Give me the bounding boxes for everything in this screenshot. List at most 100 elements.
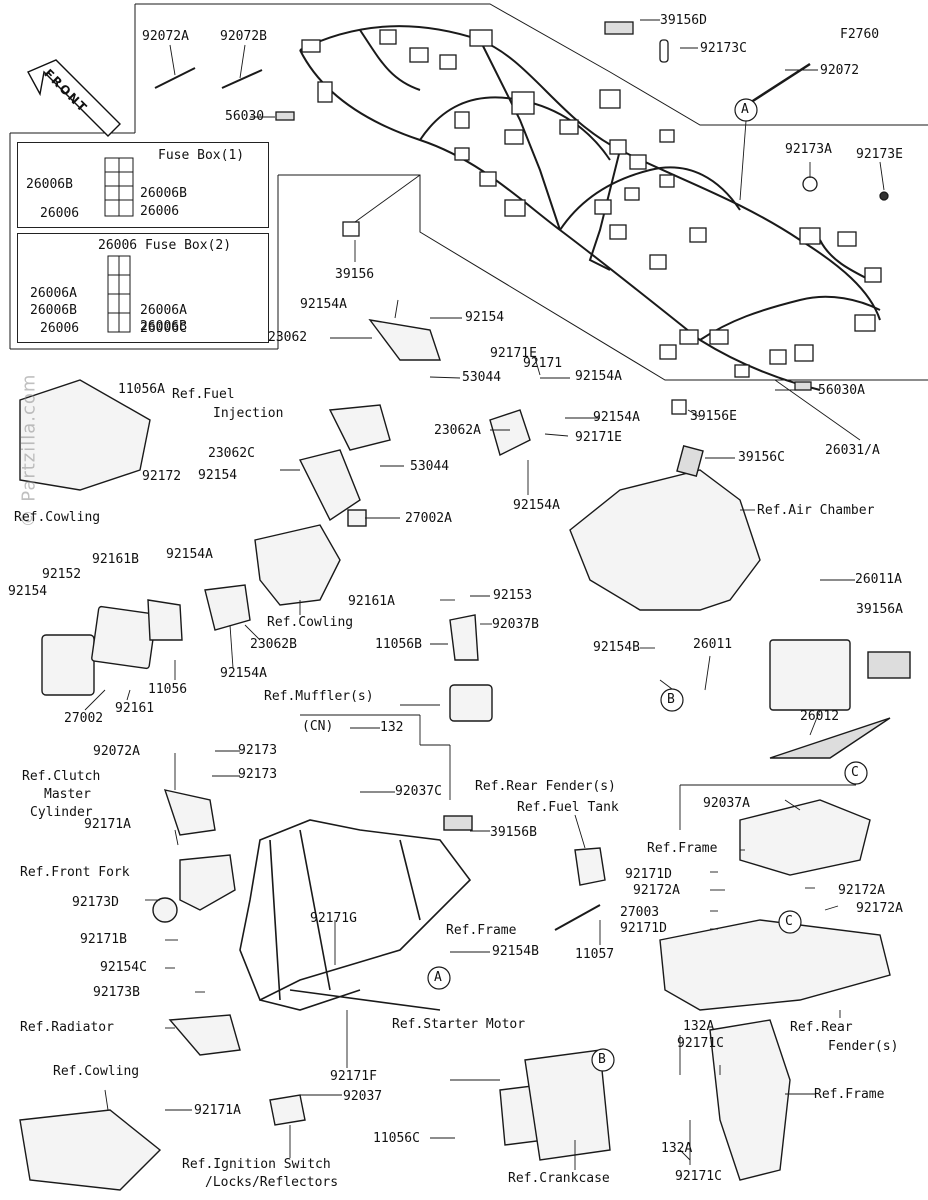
part-label: 92172 <box>142 469 182 484</box>
part-label: 23062A <box>434 423 481 438</box>
clip-92173c <box>659 39 669 63</box>
part-label: Ref.Clutch <box>22 769 101 784</box>
part-label: Ref.Starter Motor <box>392 1017 526 1032</box>
part-label: 11056B <box>375 637 422 652</box>
part-label: 92171 <box>523 356 563 371</box>
clamp-92173e <box>879 191 889 201</box>
part-label: 26031/A <box>825 443 880 458</box>
cable-tie-92072b <box>221 69 263 89</box>
part-label: 92154 <box>8 584 48 599</box>
fuse-glyphs <box>104 157 134 333</box>
bracket-23062c <box>298 449 361 522</box>
part-label: 132A <box>683 1019 715 1034</box>
part-label: 92171C <box>675 1169 722 1184</box>
part-label: Cylinder <box>30 805 93 820</box>
part-label: 39156B <box>490 825 537 840</box>
fuse-box-2-label: 26006B <box>30 303 77 318</box>
part-label: 132 <box>380 720 404 735</box>
part-label: 92171A <box>194 1103 241 1118</box>
rear-fender-upper <box>739 799 871 876</box>
part-label: 92171E <box>490 346 537 361</box>
pad-56030 <box>275 111 295 121</box>
part-label: 92072A <box>93 744 140 759</box>
part-label: Fender(s) <box>828 1039 899 1054</box>
part-label: 92173A <box>785 142 832 157</box>
part-label: 11056C <box>373 1131 420 1146</box>
part-label: 92154A <box>593 410 640 425</box>
part-label: 92161 <box>115 701 155 716</box>
part-label: B <box>667 692 675 707</box>
air-chamber <box>569 469 761 611</box>
clamp-92173a <box>802 176 818 192</box>
cable-tie-92072a <box>154 67 196 89</box>
part-label: 92072B <box>220 29 267 44</box>
battery-26012 <box>769 639 851 711</box>
part-label: 11057 <box>575 947 615 962</box>
fuse-box-2-label: 26006C <box>140 321 187 336</box>
part-label: 56030A <box>818 383 865 398</box>
part-label: 92173 <box>238 743 278 758</box>
part-label: Master <box>44 787 91 802</box>
part-label: 92173 <box>238 767 278 782</box>
part-label: Ref.Frame <box>647 841 718 856</box>
part-label: Ref.Ignition Switch <box>182 1157 331 1172</box>
pad-39156 <box>342 221 360 237</box>
part-label: 92171C <box>677 1036 724 1051</box>
part-label: 92154A <box>575 369 622 384</box>
part-label: 92171G <box>310 911 357 926</box>
part-label: 92161B <box>92 552 139 567</box>
part-label: 26012 <box>800 709 840 724</box>
pad-39156d <box>604 21 634 35</box>
relay-27002a <box>347 509 367 527</box>
part-label: 92171A <box>84 817 131 832</box>
part-label: 92171E <box>575 430 622 445</box>
bracket-23062 <box>368 319 441 361</box>
part-label: 92171B <box>80 932 127 947</box>
part-label: Ref.Crankcase <box>508 1171 610 1186</box>
main-harness <box>299 25 881 391</box>
bracket-11056 <box>147 599 183 641</box>
part-label: C <box>785 914 793 929</box>
part-label: Ref.Rear <box>790 1020 853 1035</box>
part-label: 92153 <box>493 588 533 603</box>
part-label: 11056 <box>148 682 188 697</box>
part-label: Injection <box>213 406 284 421</box>
fuse-box-2-label: 26006 <box>40 321 80 336</box>
fuse-box-1 <box>17 142 269 228</box>
part-label: 39156A <box>856 602 903 617</box>
harness-connectors <box>301 29 882 378</box>
bracket-23062a <box>489 409 531 457</box>
watermark: © Partzilla.com <box>18 373 40 528</box>
diagram-code: F2760 <box>840 27 880 42</box>
clutch-master-cylinder <box>163 789 216 836</box>
fuse-box-1-label: 26006 <box>40 206 80 221</box>
part-label: 56030 <box>225 109 265 124</box>
part-label: 92161A <box>348 594 395 609</box>
callout-circles <box>427 98 868 1072</box>
part-label: 92072A <box>142 29 189 44</box>
part-label: Ref.Cowling <box>53 1064 140 1079</box>
part-label: 92154B <box>492 944 539 959</box>
pad-39156a <box>867 651 911 679</box>
cowling-inner <box>254 524 341 606</box>
part-label: 53044 <box>410 459 450 474</box>
part-label: 92154A <box>166 547 213 562</box>
part-label: Ref.Fuel <box>172 387 235 402</box>
crankcase <box>524 1049 611 1161</box>
part-label: 92037B <box>492 617 539 632</box>
part-label: A <box>434 970 442 985</box>
part-label: 23062B <box>250 637 297 652</box>
fuel-injection-bracket <box>328 404 391 451</box>
fuse-box-1-title: Fuse Box(1) <box>158 148 245 163</box>
fuse-box-2-title: 26006 Fuse Box(2) <box>98 238 232 253</box>
part-label: Ref.Fuel Tank <box>517 800 619 815</box>
part-label: 92154C <box>100 960 147 975</box>
part-label: 92072 <box>820 63 860 78</box>
fuse-box-2-label: 26006A <box>30 286 77 301</box>
part-label: 27002 <box>64 711 104 726</box>
part-label: 27003 <box>620 905 660 920</box>
part-label: 92172A <box>838 883 885 898</box>
part-label: 27002A <box>405 511 452 526</box>
part-label: 92037C <box>395 784 442 799</box>
part-label: Ref.Radiator <box>20 1020 114 1035</box>
